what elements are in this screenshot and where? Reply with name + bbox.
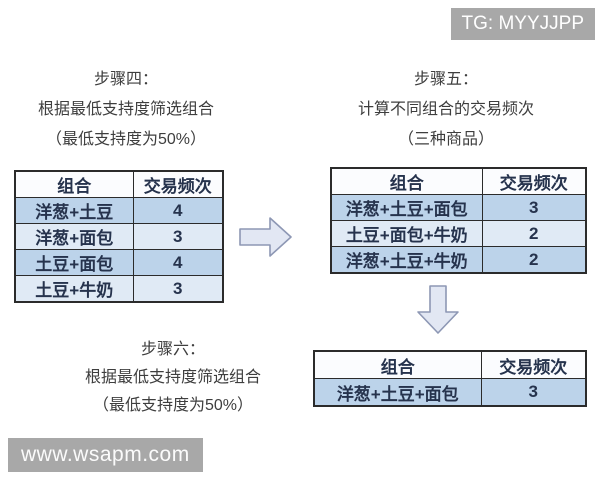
table-row: 洋葱+土豆+面包 3 xyxy=(330,194,587,221)
combo-cell: 洋葱+土豆+牛奶 xyxy=(330,246,483,274)
step4-table: 组合 交易频次 洋葱+土豆 4 洋葱+面包 3 土豆+面包 4 土豆+牛奶 3 xyxy=(14,170,224,303)
step4-title: 步骤四： xyxy=(93,71,158,88)
tg-watermark-badge: TG: MYYJJPP xyxy=(450,8,595,40)
table-row: 土豆+牛奶 3 xyxy=(14,275,224,303)
frequency-cell: 3 xyxy=(481,194,587,221)
table-header-cell: 组合 xyxy=(330,167,483,195)
table-header-row: 组合 交易频次 xyxy=(330,167,587,195)
step6-table: 组合 交易频次 洋葱+土豆+面包 3 xyxy=(313,350,587,407)
table-header-cell: 组合 xyxy=(14,170,134,198)
step4-caption: 步骤四： 根据最低支持度筛选组合 （最低支持度为50%） xyxy=(10,65,242,155)
table-header-row: 组合 交易频次 xyxy=(14,170,224,198)
block-arrow-right-icon xyxy=(239,215,293,259)
table-header-cell: 交易频次 xyxy=(481,167,587,195)
table-header-row: 组合 交易频次 xyxy=(313,350,587,379)
step5-line2: （三种商品） xyxy=(397,131,494,148)
frequency-cell: 3 xyxy=(132,223,224,250)
frequency-cell: 3 xyxy=(480,378,587,407)
frequency-cell: 4 xyxy=(132,197,224,224)
frequency-cell: 2 xyxy=(481,246,587,274)
step6-caption: 步骤六： 根据最低支持度筛选组合 （最低支持度为50%） xyxy=(55,336,291,420)
table-header-cell: 交易频次 xyxy=(132,170,224,198)
step6-line2: （最低支持度为50%） xyxy=(92,397,254,414)
step4-line2: （最低支持度为50%） xyxy=(45,131,207,148)
step6-line1: 根据最低支持度筛选组合 xyxy=(84,369,261,386)
table-row: 洋葱+土豆+面包 3 xyxy=(313,378,587,407)
combo-cell: 土豆+面包+牛奶 xyxy=(330,220,483,247)
step5-caption: 步骤五： 计算不同组合的交易频次 （三种商品） xyxy=(330,65,562,155)
table-row: 洋葱+土豆+牛奶 2 xyxy=(330,246,587,274)
block-arrow-down-icon xyxy=(416,285,460,335)
frequency-cell: 3 xyxy=(132,275,224,303)
table-row: 土豆+面包 4 xyxy=(14,249,224,276)
combo-cell: 洋葱+面包 xyxy=(14,223,134,250)
combo-cell: 洋葱+土豆+面包 xyxy=(330,194,483,221)
table-row: 洋葱+面包 3 xyxy=(14,223,224,250)
combo-cell: 土豆+牛奶 xyxy=(14,275,134,303)
frequency-cell: 2 xyxy=(481,220,587,247)
combo-cell: 洋葱+土豆+面包 xyxy=(313,378,482,407)
step5-table: 组合 交易频次 洋葱+土豆+面包 3 土豆+面包+牛奶 2 洋葱+土豆+牛奶 2 xyxy=(330,167,587,274)
frequency-cell: 4 xyxy=(132,249,224,276)
table-row: 洋葱+土豆 4 xyxy=(14,197,224,224)
step6-title: 步骤六： xyxy=(140,341,205,358)
step5-title: 步骤五： xyxy=(413,71,478,88)
website-watermark-badge: www.wsapm.com xyxy=(8,438,203,472)
table-header-cell: 交易频次 xyxy=(480,350,587,379)
step4-line1: 根据最低支持度筛选组合 xyxy=(37,101,214,118)
step5-line1: 计算不同组合的交易频次 xyxy=(357,101,534,118)
table-header-cell: 组合 xyxy=(313,350,482,379)
combo-cell: 土豆+面包 xyxy=(14,249,134,276)
combo-cell: 洋葱+土豆 xyxy=(14,197,134,224)
table-row: 土豆+面包+牛奶 2 xyxy=(330,220,587,247)
